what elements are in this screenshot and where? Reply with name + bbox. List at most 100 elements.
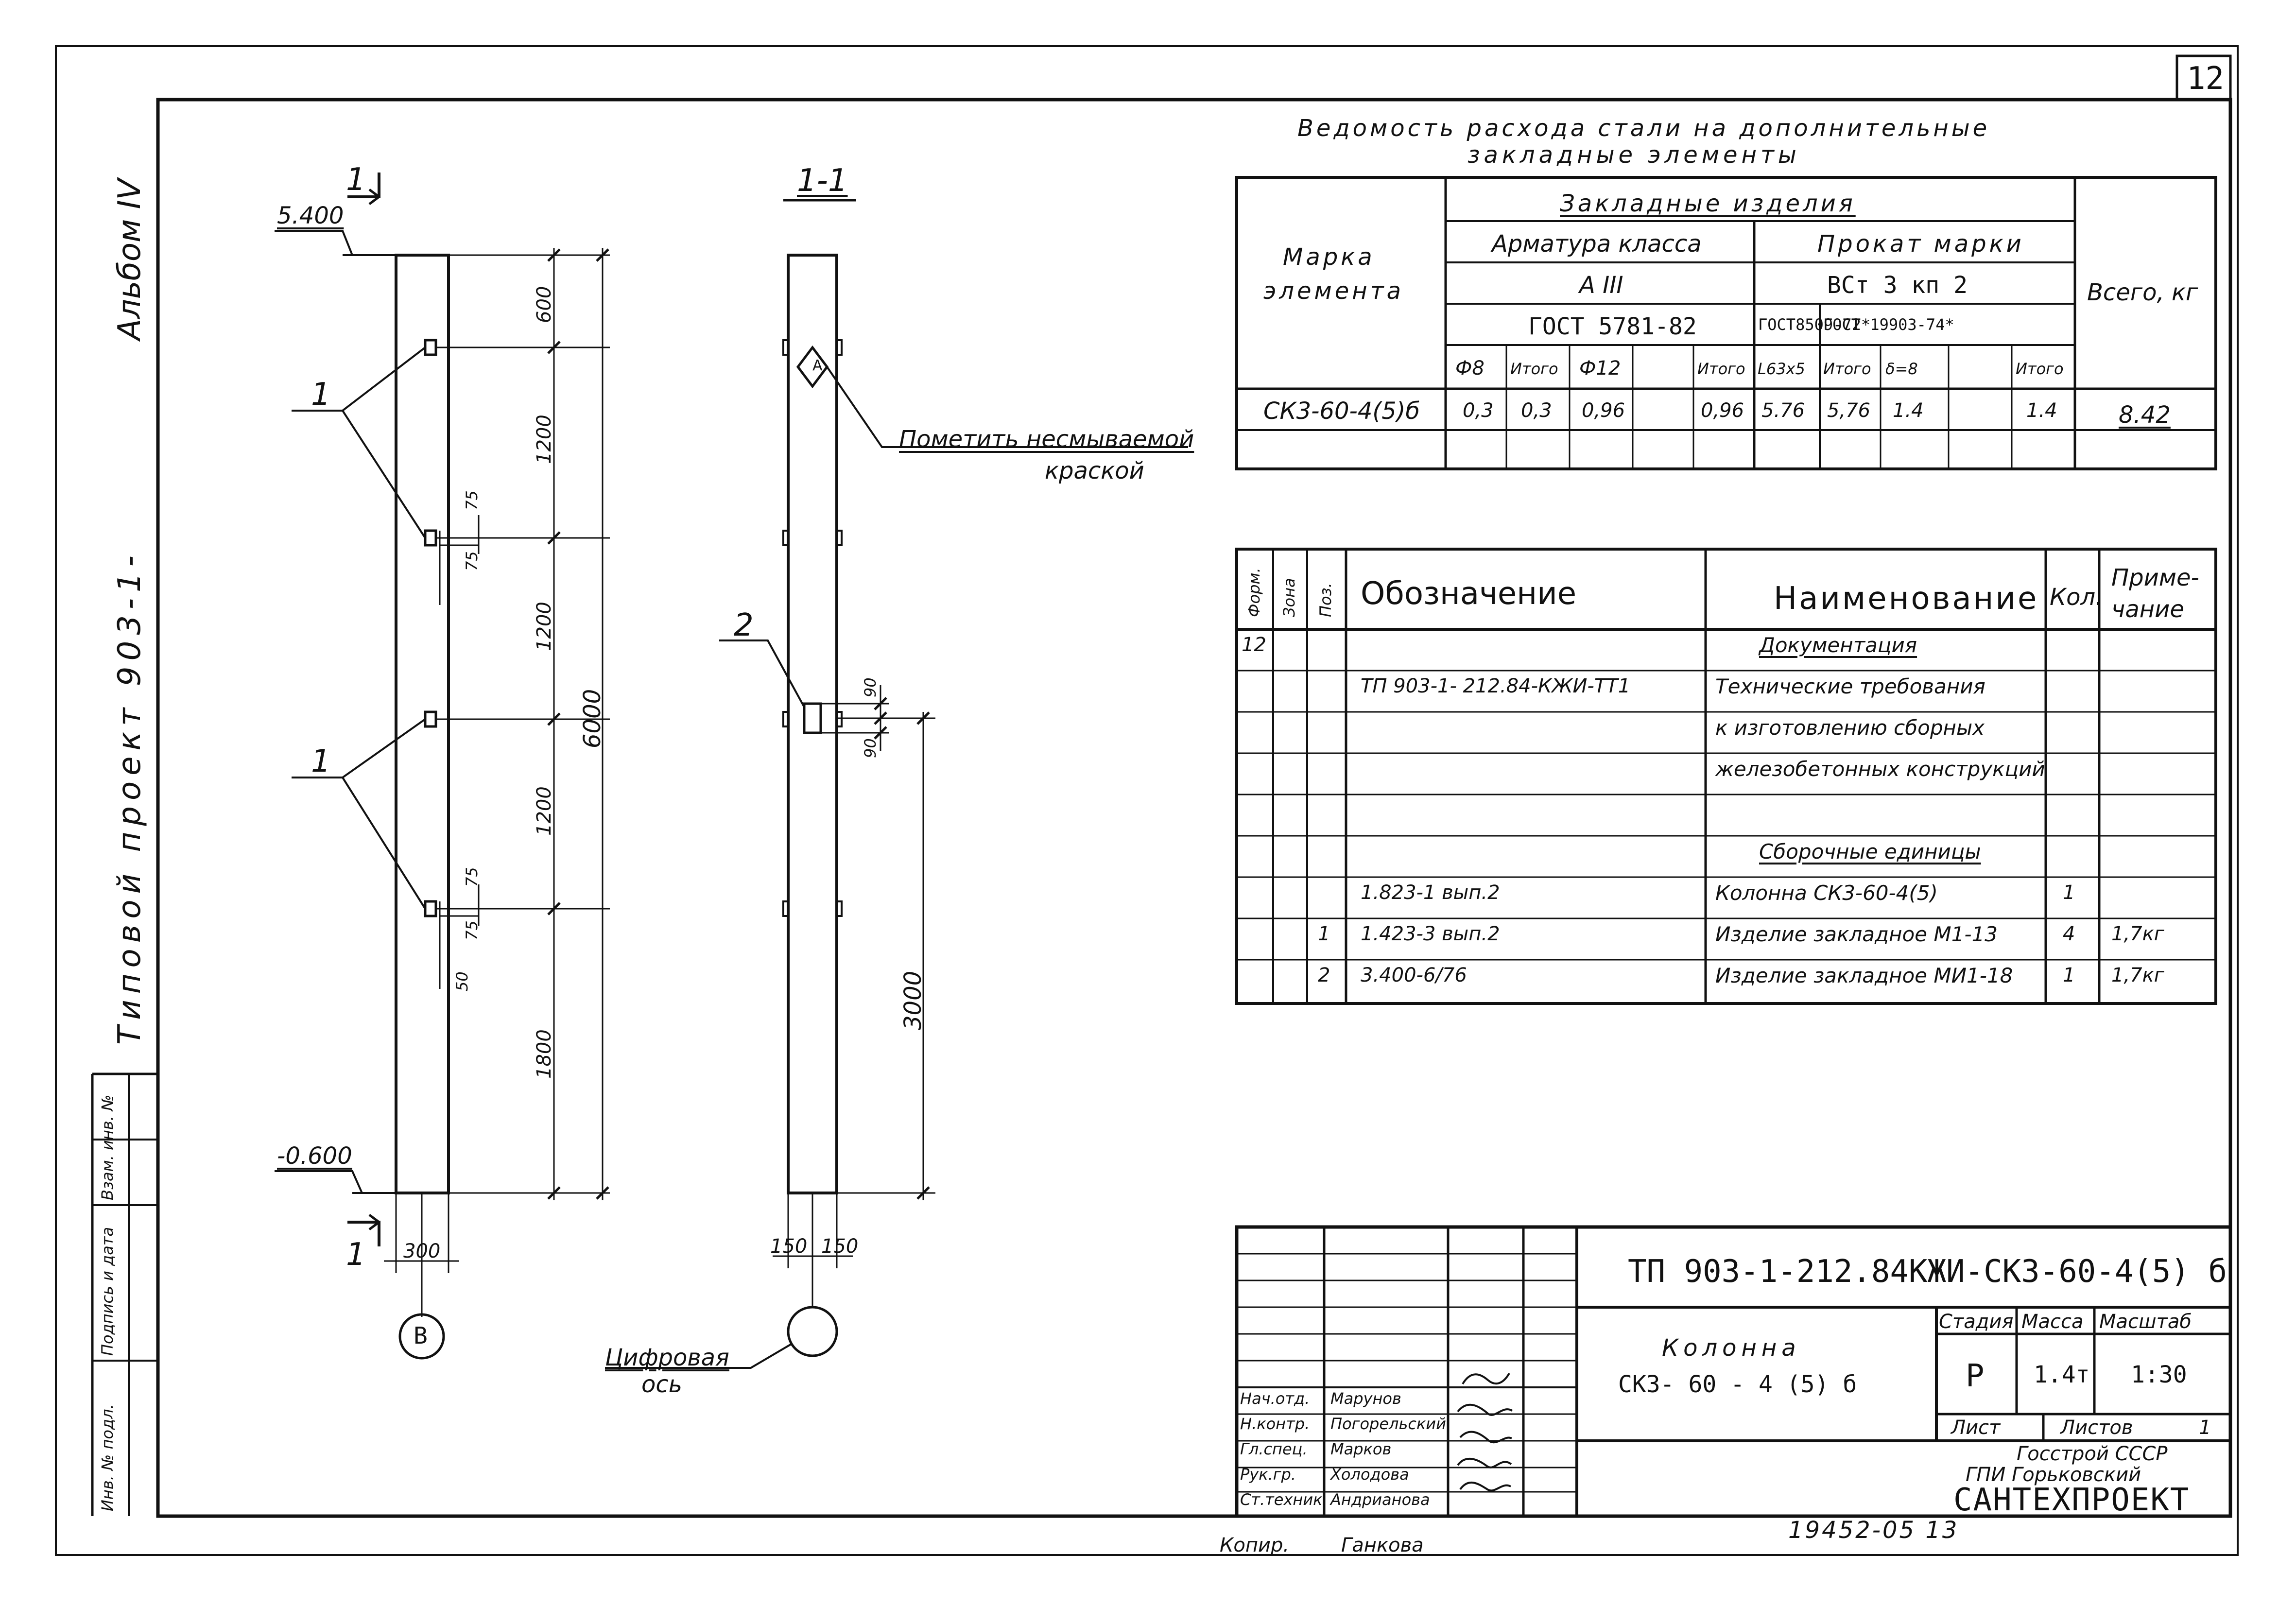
- item-name-2: СК3- 60 - 4 (5) б: [1618, 1371, 1857, 1398]
- label-mass: Масса: [2021, 1311, 2084, 1333]
- value-sheets: 1: [2199, 1417, 2211, 1439]
- sub-header-8: δ=8: [1885, 360, 1918, 378]
- dim-1200-c: 1200: [533, 786, 555, 836]
- archive-number: 19452-05 13: [1788, 1517, 1959, 1544]
- cell-total-kg: 8.42: [2119, 401, 2171, 429]
- signature-role: Нач.отд.: [1240, 1389, 1310, 1408]
- copied-name: Ганкова: [1341, 1534, 1424, 1556]
- header-total: Всего, кг: [2087, 279, 2198, 306]
- value-stage: Р: [1966, 1358, 1985, 1394]
- dim-300: 300: [403, 1240, 441, 1262]
- pos-1-upper: 1: [311, 377, 331, 413]
- cell-mark: СК3-60-4(5)б: [1263, 397, 1420, 425]
- spec-header-designation: Обозначение: [1361, 576, 1577, 612]
- spec-cell-note: 1,7кг: [2111, 923, 2164, 945]
- sub-header-6: L63x5: [1758, 360, 1805, 378]
- signature-name: Марунов: [1330, 1389, 1401, 1408]
- note-line-1: Пометить несмываемой: [899, 426, 1194, 453]
- pos-1-lower: 1: [311, 743, 331, 779]
- document-code: ТП 903-1-212.84КЖИ-СК3-60-4(5) б: [1628, 1254, 2227, 1290]
- value-mass: 1.4т: [2034, 1361, 2090, 1388]
- sub-header-10: Итого: [2016, 360, 2064, 378]
- label-sheets: Листов: [2060, 1417, 2133, 1439]
- signature-name: Марков: [1330, 1440, 1392, 1458]
- org-line-1: Госстрой СССР: [2017, 1443, 2168, 1465]
- spec-cell-name: Колонна СК3-60-4(5): [1715, 881, 1938, 905]
- cell-angle: 5.76: [1761, 399, 1805, 422]
- note-line-2: краской: [1045, 457, 1144, 484]
- copied-label: Копир.: [1220, 1534, 1290, 1556]
- sub-header-3: Ф12: [1579, 357, 1621, 380]
- spec-cell-qty: 1: [2063, 964, 2075, 986]
- pos-2-label: 2: [734, 607, 754, 643]
- sub-header-1: Ф8: [1455, 357, 1485, 380]
- item-name-1: Колонна: [1662, 1334, 1801, 1362]
- spec-header-note-2: чание: [2111, 596, 2184, 623]
- header-rolled-grade: ВСт 3 кп 2: [1827, 272, 1968, 299]
- header-gost-2: ГОСТ 19903-74*: [1823, 315, 1954, 334]
- cell-phi12: 0,96: [1582, 399, 1625, 422]
- marker-symbol: А: [812, 357, 823, 374]
- spec-cell-name: к изготовлению сборных: [1715, 716, 1985, 740]
- header-rebar: Арматура класса: [1492, 230, 1702, 258]
- header-rolled: Прокат марки: [1817, 230, 2024, 258]
- stamp-replace-label: Взам. инв. №: [98, 1094, 117, 1200]
- sub-header-7: Итого: [1823, 360, 1871, 378]
- spec-cell-qty: 4: [2063, 923, 2075, 945]
- header-element: элемента: [1263, 277, 1404, 305]
- cell-total-angle: 5,76: [1827, 399, 1871, 422]
- header-mark: Марка: [1283, 243, 1375, 271]
- label-sheet: Лист: [1951, 1417, 2001, 1439]
- spec-cell-name: Изделие закладное МИ1-18: [1715, 964, 2013, 987]
- signature-role: Рук.гр.: [1240, 1465, 1296, 1484]
- spec-header-name: Наименование: [1774, 581, 2039, 617]
- cell-total-rebar: 0,96: [1701, 399, 1744, 422]
- spec-cell-name: Сборочные единицы: [1759, 840, 1981, 864]
- spec-header-qty: Кол.: [2050, 584, 2103, 611]
- section-cut-bottom: 1: [346, 1237, 366, 1273]
- dim-150-a: 150: [770, 1235, 808, 1258]
- spec-cell-designation: ТП 903-1- 212.84-КЖИ-ТТ1: [1361, 675, 1631, 697]
- axis-letter: В: [414, 1322, 428, 1349]
- signature-role: Гл.спец.: [1240, 1440, 1308, 1458]
- label-scale: Масштаб: [2099, 1311, 2192, 1333]
- label-stage: Стадия: [1939, 1311, 2014, 1333]
- dim-75-d: 75: [463, 920, 481, 940]
- spec-cell-form: 12: [1242, 634, 1266, 656]
- signature-name: Погорельский: [1330, 1415, 1446, 1433]
- spec-cell-name: железобетонных конструкций: [1715, 757, 2045, 781]
- signature-role: Ст.техник: [1240, 1490, 1323, 1509]
- cell-total-plate: 1.4: [2026, 399, 2057, 422]
- spec-header-form: Форм.: [1245, 568, 1263, 617]
- spec-cell-designation: 1.823-1 вып.2: [1361, 881, 1500, 904]
- axis-caption-1: Цифровая: [605, 1344, 729, 1371]
- spec-cell-note: 1,7кг: [2111, 964, 2164, 986]
- axis-caption-2: ось: [641, 1371, 683, 1398]
- dim-90-b: 90: [861, 738, 880, 758]
- dim-1800: 1800: [533, 1029, 555, 1079]
- section-title: 1-1: [797, 163, 848, 199]
- dim-600: 600: [533, 286, 555, 323]
- spec-cell-name: Документация: [1759, 633, 1917, 657]
- dim-3000: 3000: [899, 970, 927, 1030]
- org-name: САНТЕХПРОЕКТ: [1953, 1482, 2190, 1518]
- section-cut-top: 1: [346, 162, 366, 198]
- spec-cell-name: Изделие закладное М1-13: [1715, 922, 1998, 946]
- cell-total-8: 0,3: [1521, 399, 1552, 422]
- dim-75-b: 75: [463, 551, 481, 571]
- spec-cell-name: Технические требования: [1715, 674, 1985, 698]
- dim-75-a: 75: [463, 490, 481, 510]
- dim-150-b: 150: [821, 1235, 859, 1258]
- spec-cell-pos: 2: [1318, 964, 1330, 986]
- album-label: Альбом IV: [112, 178, 148, 340]
- cell-plate: 1.4: [1893, 399, 1924, 422]
- spec-header-pos: Поз.: [1316, 583, 1335, 617]
- dim-6000: 6000: [579, 689, 606, 748]
- spec-header-note-1: Приме-: [2111, 564, 2199, 591]
- cell-phi8: 0,3: [1463, 399, 1494, 422]
- header-embedded: Закладные изделия: [1560, 190, 1856, 217]
- sub-header-5: Итого: [1697, 360, 1745, 378]
- spec-cell-pos: 1: [1318, 923, 1330, 945]
